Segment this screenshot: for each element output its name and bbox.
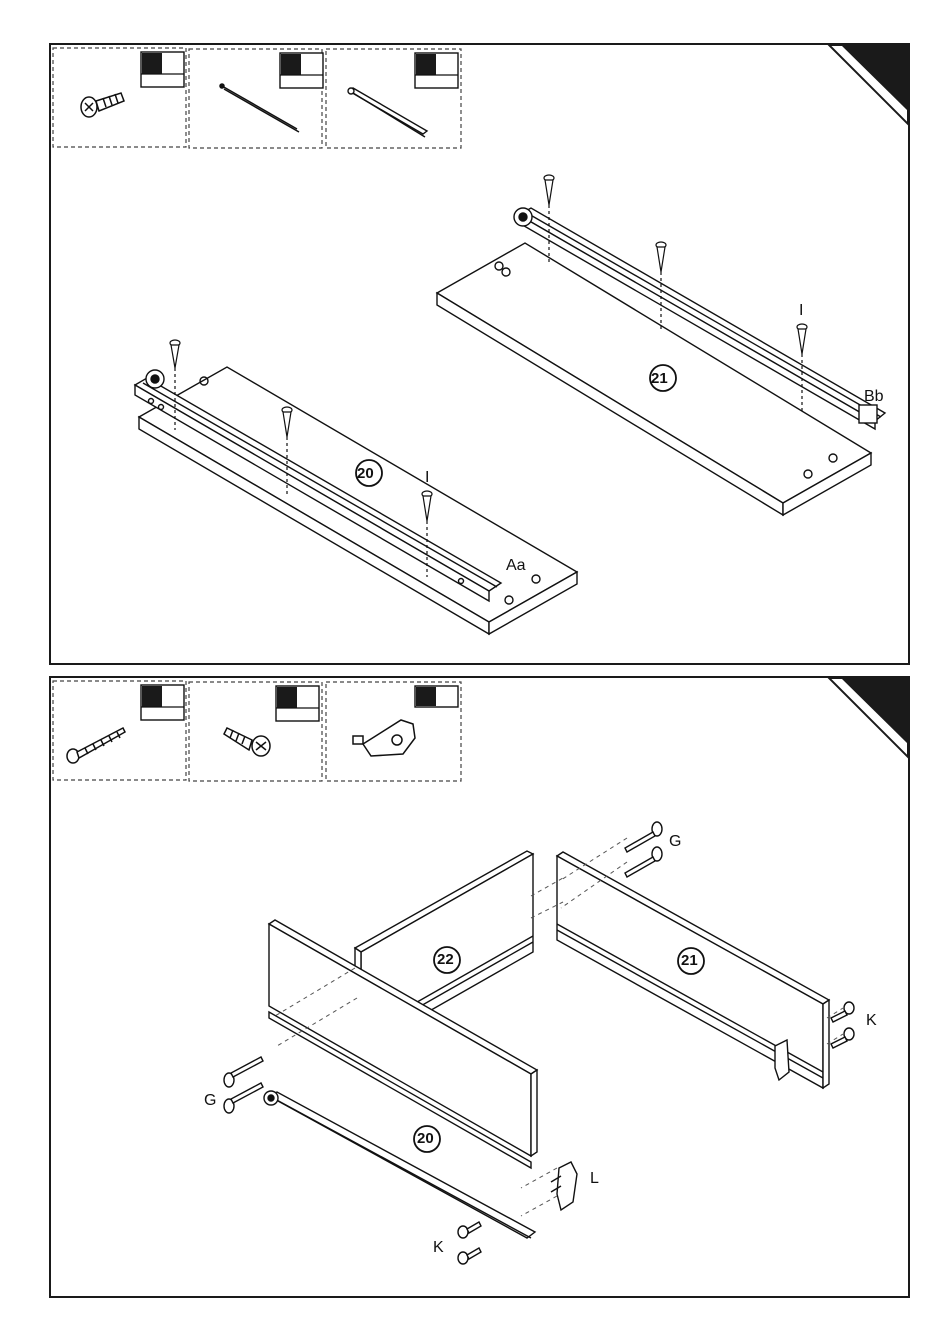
part-number-21: 21 [681,953,698,969]
part-number-20: 20 [357,466,374,482]
screw-label-k-bottom: K [433,1240,444,1256]
bracket-label-l: L [590,1171,599,1187]
fitting-label-bb: Bb [864,389,884,405]
countersunk-screw-icon [81,93,124,117]
drawer-runner-aa [135,370,501,601]
drawer-slide-icon [348,88,427,137]
runner-rail-icon [220,84,299,132]
long-screw-icon [67,728,125,763]
step-panel-1: 21 20 Bb Aa I I [49,43,910,665]
short-screw-icon [224,728,270,756]
front-bracket-icon [353,720,415,756]
part-number-22: 22 [437,952,454,968]
screw-label-g-left: G [204,1093,216,1109]
screw-g-top [625,822,662,877]
screw-label-i-left: I [425,470,429,486]
screw-label-k-right: K [866,1013,877,1029]
step-panel-2: 22 21 20 G G K K L [49,676,910,1298]
part-number-21: 21 [651,371,668,387]
step-2-illustration [51,678,908,1296]
fitting-label-aa: Aa [506,558,526,574]
step-1-illustration [51,45,908,663]
screw-k-bottom [458,1222,481,1264]
screw-g-left [224,1057,263,1113]
screw-label-i-right: I [799,303,803,319]
screw-label-g-top: G [669,834,681,850]
part-number-20: 20 [417,1131,434,1147]
